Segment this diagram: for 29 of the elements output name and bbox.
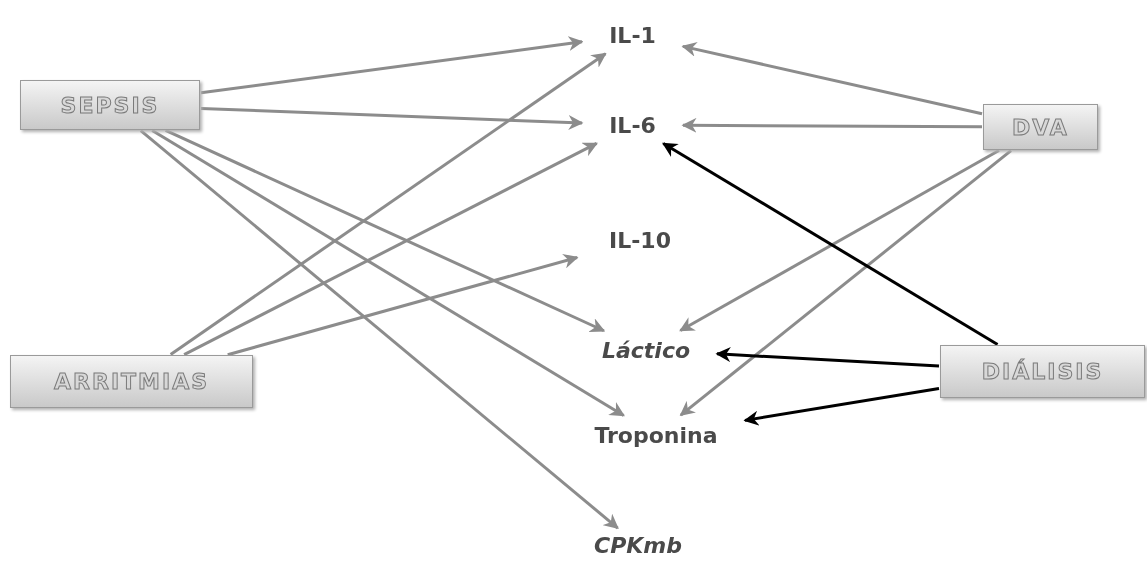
arrow	[139, 129, 619, 530]
marker-label: Láctico	[601, 337, 691, 363]
arrow	[183, 142, 598, 356]
arrow	[169, 52, 607, 356]
arrow	[200, 107, 584, 131]
arrow	[200, 36, 584, 95]
arrow	[681, 117, 982, 133]
marker-label: IL-6	[609, 112, 656, 138]
box-label: ARRITMIAS	[53, 369, 210, 394]
process-box	[10, 355, 253, 408]
process-box	[940, 345, 1145, 398]
marker-label: Troponina	[594, 422, 718, 448]
arrow	[662, 142, 999, 346]
arrow	[715, 347, 940, 368]
process-box	[983, 104, 1098, 150]
box-label: DIÁLISIS	[981, 359, 1104, 384]
marker-label: IL-10	[609, 227, 671, 253]
box-label: DVA	[1012, 114, 1069, 140]
arrow	[679, 149, 1012, 417]
marker-label: CPKmb	[594, 532, 682, 558]
arrow	[681, 42, 983, 116]
arrow	[743, 387, 940, 426]
process-box	[20, 80, 200, 130]
box-label: SEPSIS	[60, 92, 160, 118]
arrow	[151, 129, 625, 417]
marker-label: IL-1	[609, 22, 656, 48]
arrow	[164, 129, 606, 333]
arrow	[679, 149, 1000, 332]
arrow	[227, 253, 579, 357]
